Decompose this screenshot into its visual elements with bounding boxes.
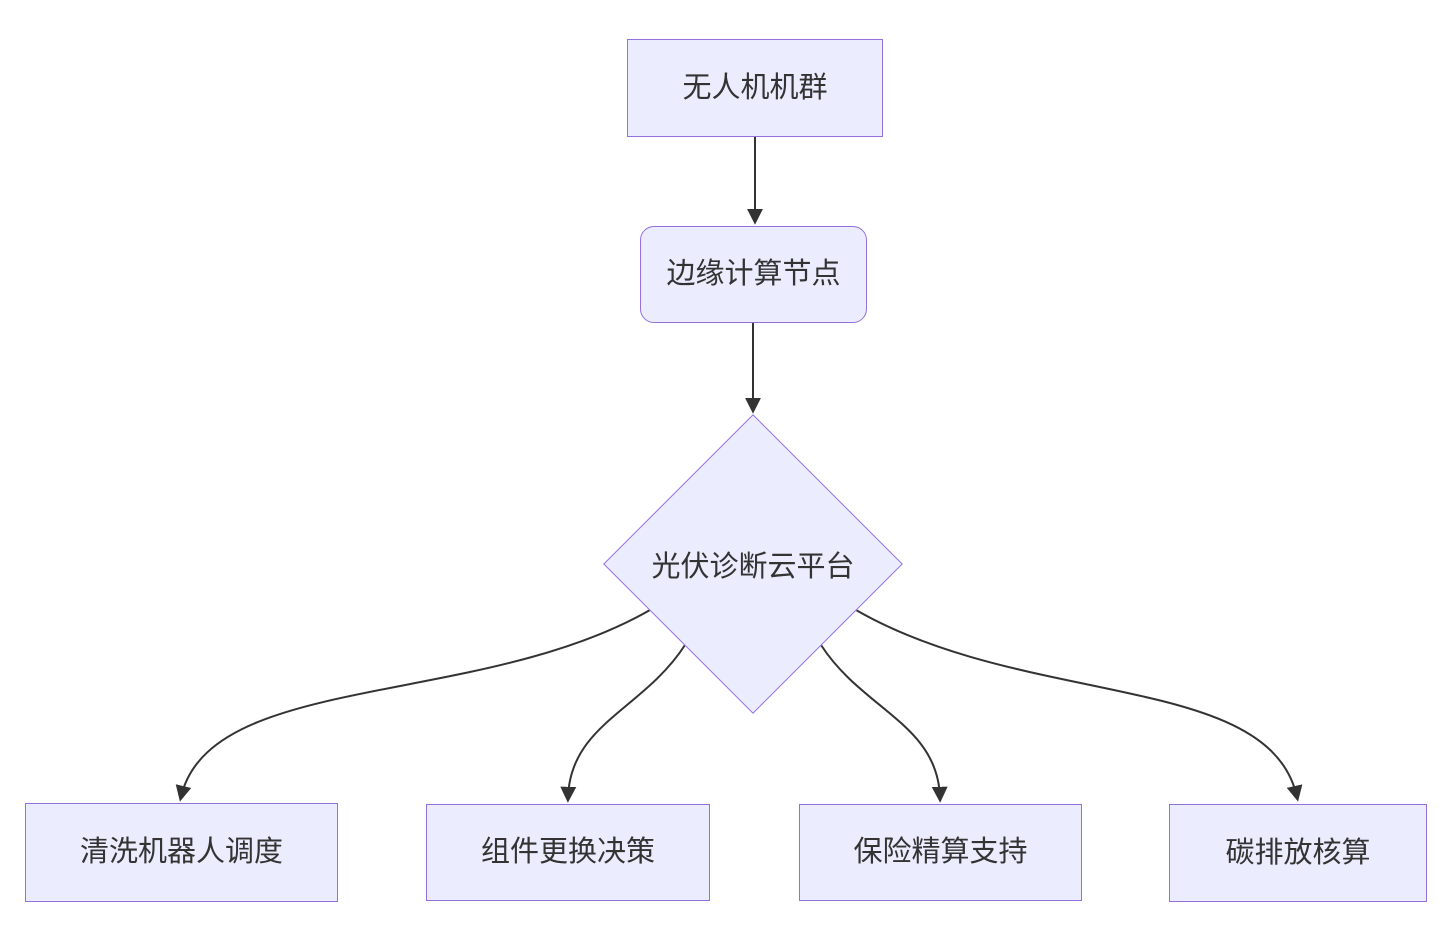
- node-drone-fleet-label: 无人机机群: [682, 71, 828, 104]
- node-insurance-support-label: 保险精算支持: [853, 836, 1028, 869]
- edge-cloud-platform-to-insurance-support: [820, 644, 948, 803]
- node-edge-computing-label: 边缘计算节点: [666, 258, 841, 291]
- node-cleaning-robot-label: 清洗机器人调度: [79, 836, 283, 869]
- node-drone-fleet: 无人机机群: [627, 39, 883, 137]
- edge-cloud-platform-to-carbon-accounting: [855, 609, 1303, 802]
- node-module-replacement-label: 组件更换决策: [480, 836, 655, 869]
- node-cloud-platform-label-box: 光伏诊断云平台: [603, 534, 903, 594]
- edge-cloud-platform-to-module-replacement: [560, 644, 686, 803]
- node-edge-computing: 边缘计算节点: [640, 226, 867, 323]
- node-module-replacement: 组件更换决策: [426, 804, 710, 901]
- node-carbon-accounting-label: 碳排放核算: [1225, 836, 1371, 869]
- node-cloud-platform-label: 光伏诊断云平台: [651, 551, 855, 583]
- node-cleaning-robot: 清洗机器人调度: [25, 803, 338, 902]
- node-insurance-support: 保险精算支持: [799, 804, 1082, 901]
- edge-cloud-platform-to-cleaning-robot: [175, 609, 651, 802]
- node-carbon-accounting: 碳排放核算: [1169, 804, 1427, 902]
